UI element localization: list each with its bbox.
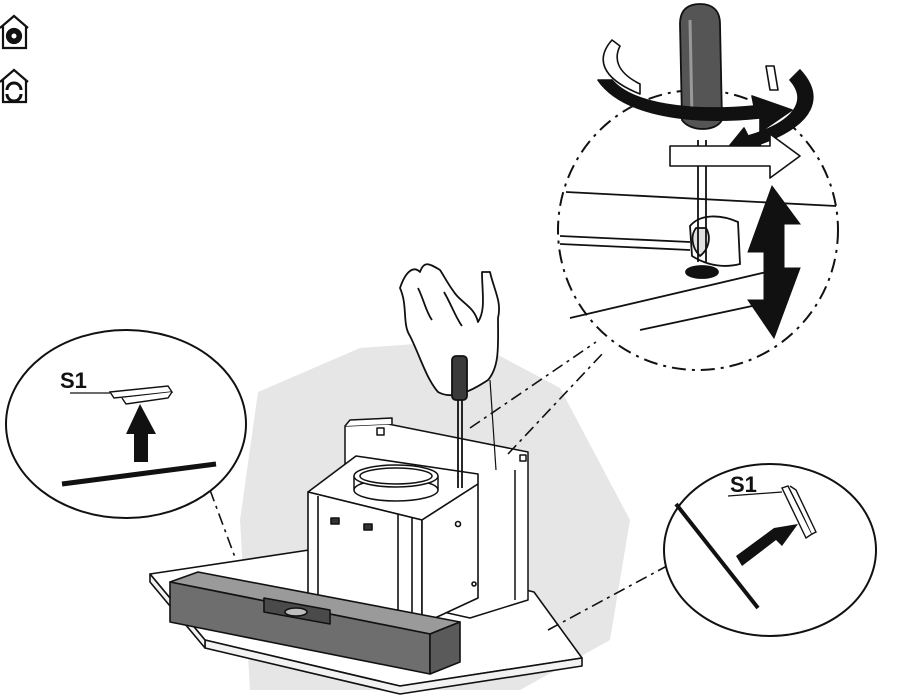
callout-leaders bbox=[209, 341, 679, 631]
left-detail-callout: S1 bbox=[5, 329, 247, 519]
house-recirculation-icon bbox=[0, 68, 29, 104]
vertical-adjust-arrow bbox=[747, 184, 801, 340]
right-diagonal-arrow bbox=[736, 524, 798, 566]
house-fan-icon bbox=[0, 14, 29, 50]
control-bar bbox=[169, 571, 461, 675]
hand-with-screwdriver bbox=[399, 263, 500, 488]
magnified-screw-detail bbox=[557, 3, 839, 371]
right-detail-callout: S1 bbox=[663, 463, 877, 637]
left-up-arrow bbox=[126, 404, 156, 462]
right-s1-label: S1 bbox=[730, 472, 757, 497]
left-s1-label: S1 bbox=[60, 368, 87, 393]
air-outlet-collar bbox=[353, 464, 439, 502]
